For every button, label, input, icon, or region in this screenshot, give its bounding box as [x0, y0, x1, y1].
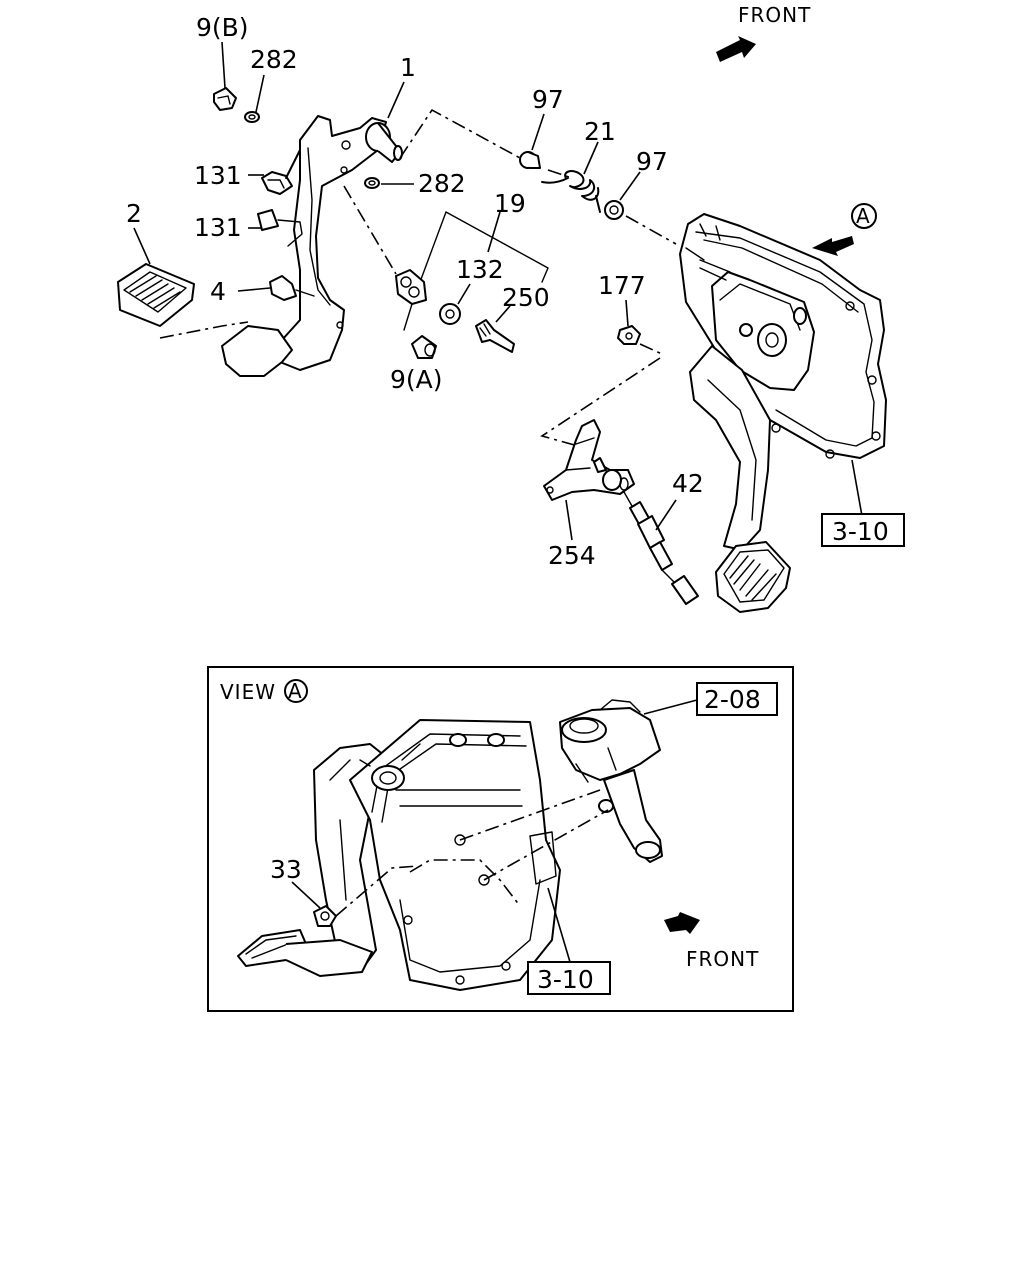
- view-a-marker-letter: A: [288, 679, 303, 703]
- ref-2-08: 2-08: [704, 685, 761, 714]
- bushing-9a: [411, 335, 437, 359]
- label-282-top: 282: [250, 45, 298, 74]
- pedal-pad-2: [117, 263, 195, 327]
- label-2: 2: [126, 199, 142, 228]
- view-a-assembly: [237, 699, 663, 991]
- clutch-switch-42: [623, 491, 699, 605]
- ref-box-3-10-top: [821, 513, 905, 547]
- washer-282-mid: [364, 177, 380, 189]
- front-label-top: FRONT: [738, 3, 811, 27]
- label-131-upper: 131: [194, 161, 242, 190]
- label-250: 250: [502, 283, 550, 312]
- label-131-lower: 131: [194, 213, 242, 242]
- label-177: 177: [598, 271, 646, 300]
- front-arrow-view-icon: [664, 912, 700, 934]
- washer-282-top: [244, 111, 260, 123]
- clip-9b: [213, 87, 237, 111]
- view-label: VIEW: [220, 680, 276, 704]
- stop-bolt-group: [395, 211, 549, 353]
- callout-a-letter: A: [856, 204, 871, 228]
- label-132: 132: [456, 255, 504, 284]
- clip-131-upper: [261, 171, 293, 195]
- ref-box-2-08: [696, 682, 778, 716]
- clip-131-lower: [257, 209, 303, 247]
- return-spring-21: [541, 170, 601, 213]
- callout-a-circle: [851, 203, 877, 229]
- clutch-pedal-bracket: [679, 213, 887, 613]
- label-254: 254: [548, 541, 596, 570]
- label-1: 1: [400, 53, 416, 82]
- ref-3-10-view: 3-10: [537, 965, 594, 994]
- brake-pedal-arm: [221, 115, 403, 377]
- label-33: 33: [270, 855, 302, 884]
- ref-box-3-10-view: [527, 961, 611, 995]
- label-97-right: 97: [636, 147, 668, 176]
- label-19: 19: [494, 189, 526, 218]
- clip-4: [269, 275, 315, 301]
- label-21: 21: [584, 117, 616, 146]
- front-arrow-icon: [716, 36, 756, 62]
- label-9b: 9(B): [196, 13, 249, 42]
- front-label-view: FRONT: [686, 947, 759, 971]
- nut-177: [617, 325, 641, 345]
- label-97-left: 97: [532, 85, 564, 114]
- label-42: 42: [672, 469, 704, 498]
- bushing-97-right: [604, 200, 624, 220]
- ref-3-10-top: 3-10: [832, 517, 889, 546]
- label-282-mid: 282: [418, 169, 466, 198]
- view-a-arrow-icon: [812, 236, 854, 256]
- view-a-marker-circle: [284, 679, 308, 703]
- label-9a: 9(A): [390, 365, 443, 394]
- label-4: 4: [210, 277, 226, 306]
- bushing-97-left: [519, 151, 541, 169]
- switch-bracket-254: [543, 419, 635, 501]
